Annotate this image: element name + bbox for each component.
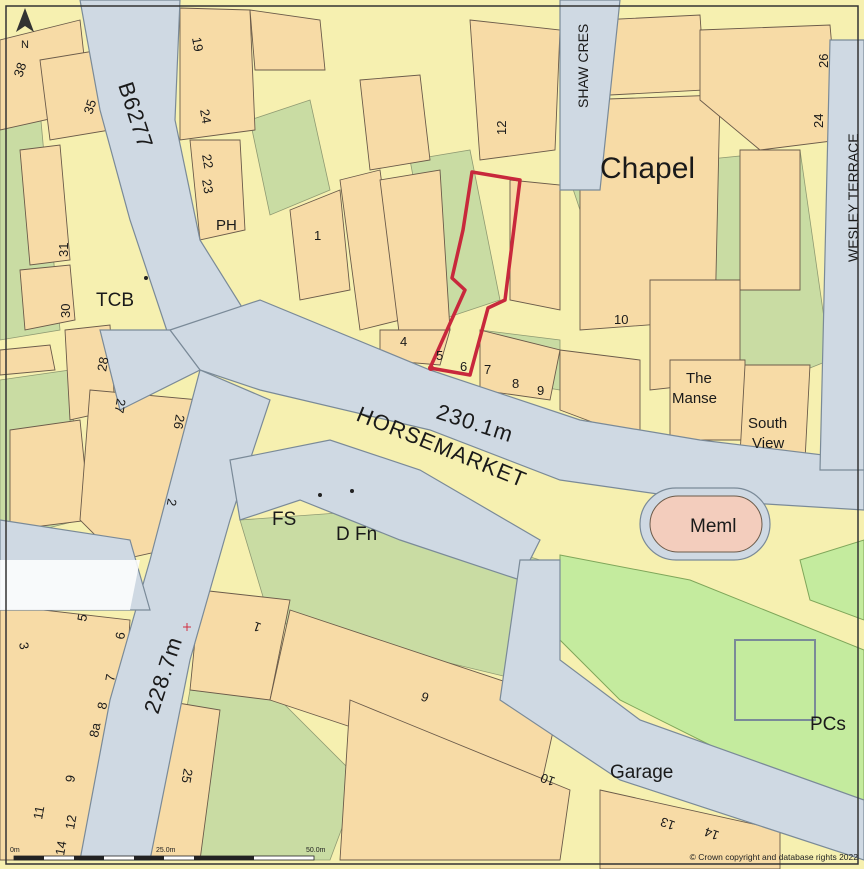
house-number: 9: [419, 689, 431, 706]
house-number: 2: [164, 497, 180, 507]
memorial: [649, 495, 763, 553]
house-number: 9: [62, 774, 78, 784]
house-number: 31: [56, 243, 71, 257]
feature-memorial: Meml: [690, 516, 736, 537]
house-number: 26: [816, 54, 831, 68]
house-number: 10: [614, 312, 628, 327]
dfn-point: [350, 489, 354, 493]
house-number: 19: [189, 36, 206, 53]
house-number: 9: [537, 383, 544, 398]
feature-d-fn: D Fn: [336, 524, 377, 545]
house-number: 6: [112, 631, 128, 641]
house-number: 7: [102, 673, 118, 683]
house-number: 7: [484, 362, 491, 377]
site-boundary: [428, 170, 522, 377]
feature-chapel: Chapel: [600, 152, 695, 185]
house-number: 14: [702, 824, 721, 843]
house-number: 8a: [86, 721, 103, 739]
public-convenience-outline: [734, 639, 816, 721]
house-number: 8: [94, 701, 110, 711]
house-number: 30: [58, 304, 73, 318]
site-boundary-node: [428, 365, 434, 371]
house-number: 25: [179, 767, 196, 784]
road-label-wesley-terrace: WESLEY TERRACE: [845, 133, 861, 262]
scale-label-zero: 0m: [10, 847, 20, 854]
house-number: 14: [52, 840, 69, 857]
scale-bar: 0m 25.0m 50.0m: [10, 847, 326, 861]
house-number: 26: [171, 413, 188, 430]
feature-ph: PH: [216, 217, 237, 234]
tcb-point: [144, 276, 148, 280]
house-number: 11: [30, 805, 47, 821]
north-label: N: [21, 39, 29, 51]
house-number: 6: [460, 359, 467, 374]
scale-label-mid: 25.0m: [156, 847, 176, 854]
north-arrow: N: [16, 8, 34, 51]
house-number: 3: [16, 641, 32, 651]
feature-garage: Garage: [610, 762, 673, 783]
house-number: 24: [811, 114, 826, 128]
north-arrow-icon: [16, 8, 34, 32]
house-number: 13: [658, 814, 677, 833]
house-number: 1: [251, 619, 263, 636]
house-number: 35: [81, 98, 100, 116]
map-frame: [5, 5, 859, 865]
house-number: 10: [538, 770, 557, 789]
scale-label-end: 50.0m: [306, 847, 326, 854]
house-number: 8: [512, 376, 519, 391]
house-number: 5: [436, 348, 443, 363]
house-number: 28: [94, 356, 111, 373]
house-number: 22: [199, 153, 216, 170]
house-number: 23: [199, 178, 216, 195]
house-number: 38: [11, 61, 30, 79]
fs-point: [318, 493, 322, 497]
house-number: 4: [400, 334, 407, 349]
feature-fs: FS: [272, 509, 296, 530]
house-number: 5: [74, 613, 90, 623]
park-area-east: [799, 539, 864, 621]
copyright-notice: © Crown copyright and database rights 20…: [690, 852, 859, 862]
feature-pcs: PCs: [810, 714, 846, 735]
buildings: [0, 7, 864, 869]
feature-manse-line2: Manse: [672, 390, 717, 407]
house-number: 12: [62, 814, 79, 831]
road-label-shaw-cres: SHAW CRES: [575, 24, 591, 108]
house-number: 1: [314, 228, 321, 243]
feature-manse-line1: The: [686, 370, 712, 387]
lane-white-strip: [0, 560, 140, 610]
house-number: 27: [112, 397, 129, 414]
house-numbers: 38 35 31 30 28 27 26 2 19 24 22 23 1 4 5…: [11, 36, 831, 857]
feature-south-view-line1: South: [748, 415, 787, 432]
bench-mark-icon: [183, 623, 191, 631]
house-number: 24: [197, 108, 214, 125]
feature-south-view-line2: View: [752, 435, 784, 452]
house-number: 12: [494, 121, 509, 135]
feature-tcb: TCB: [96, 290, 134, 311]
